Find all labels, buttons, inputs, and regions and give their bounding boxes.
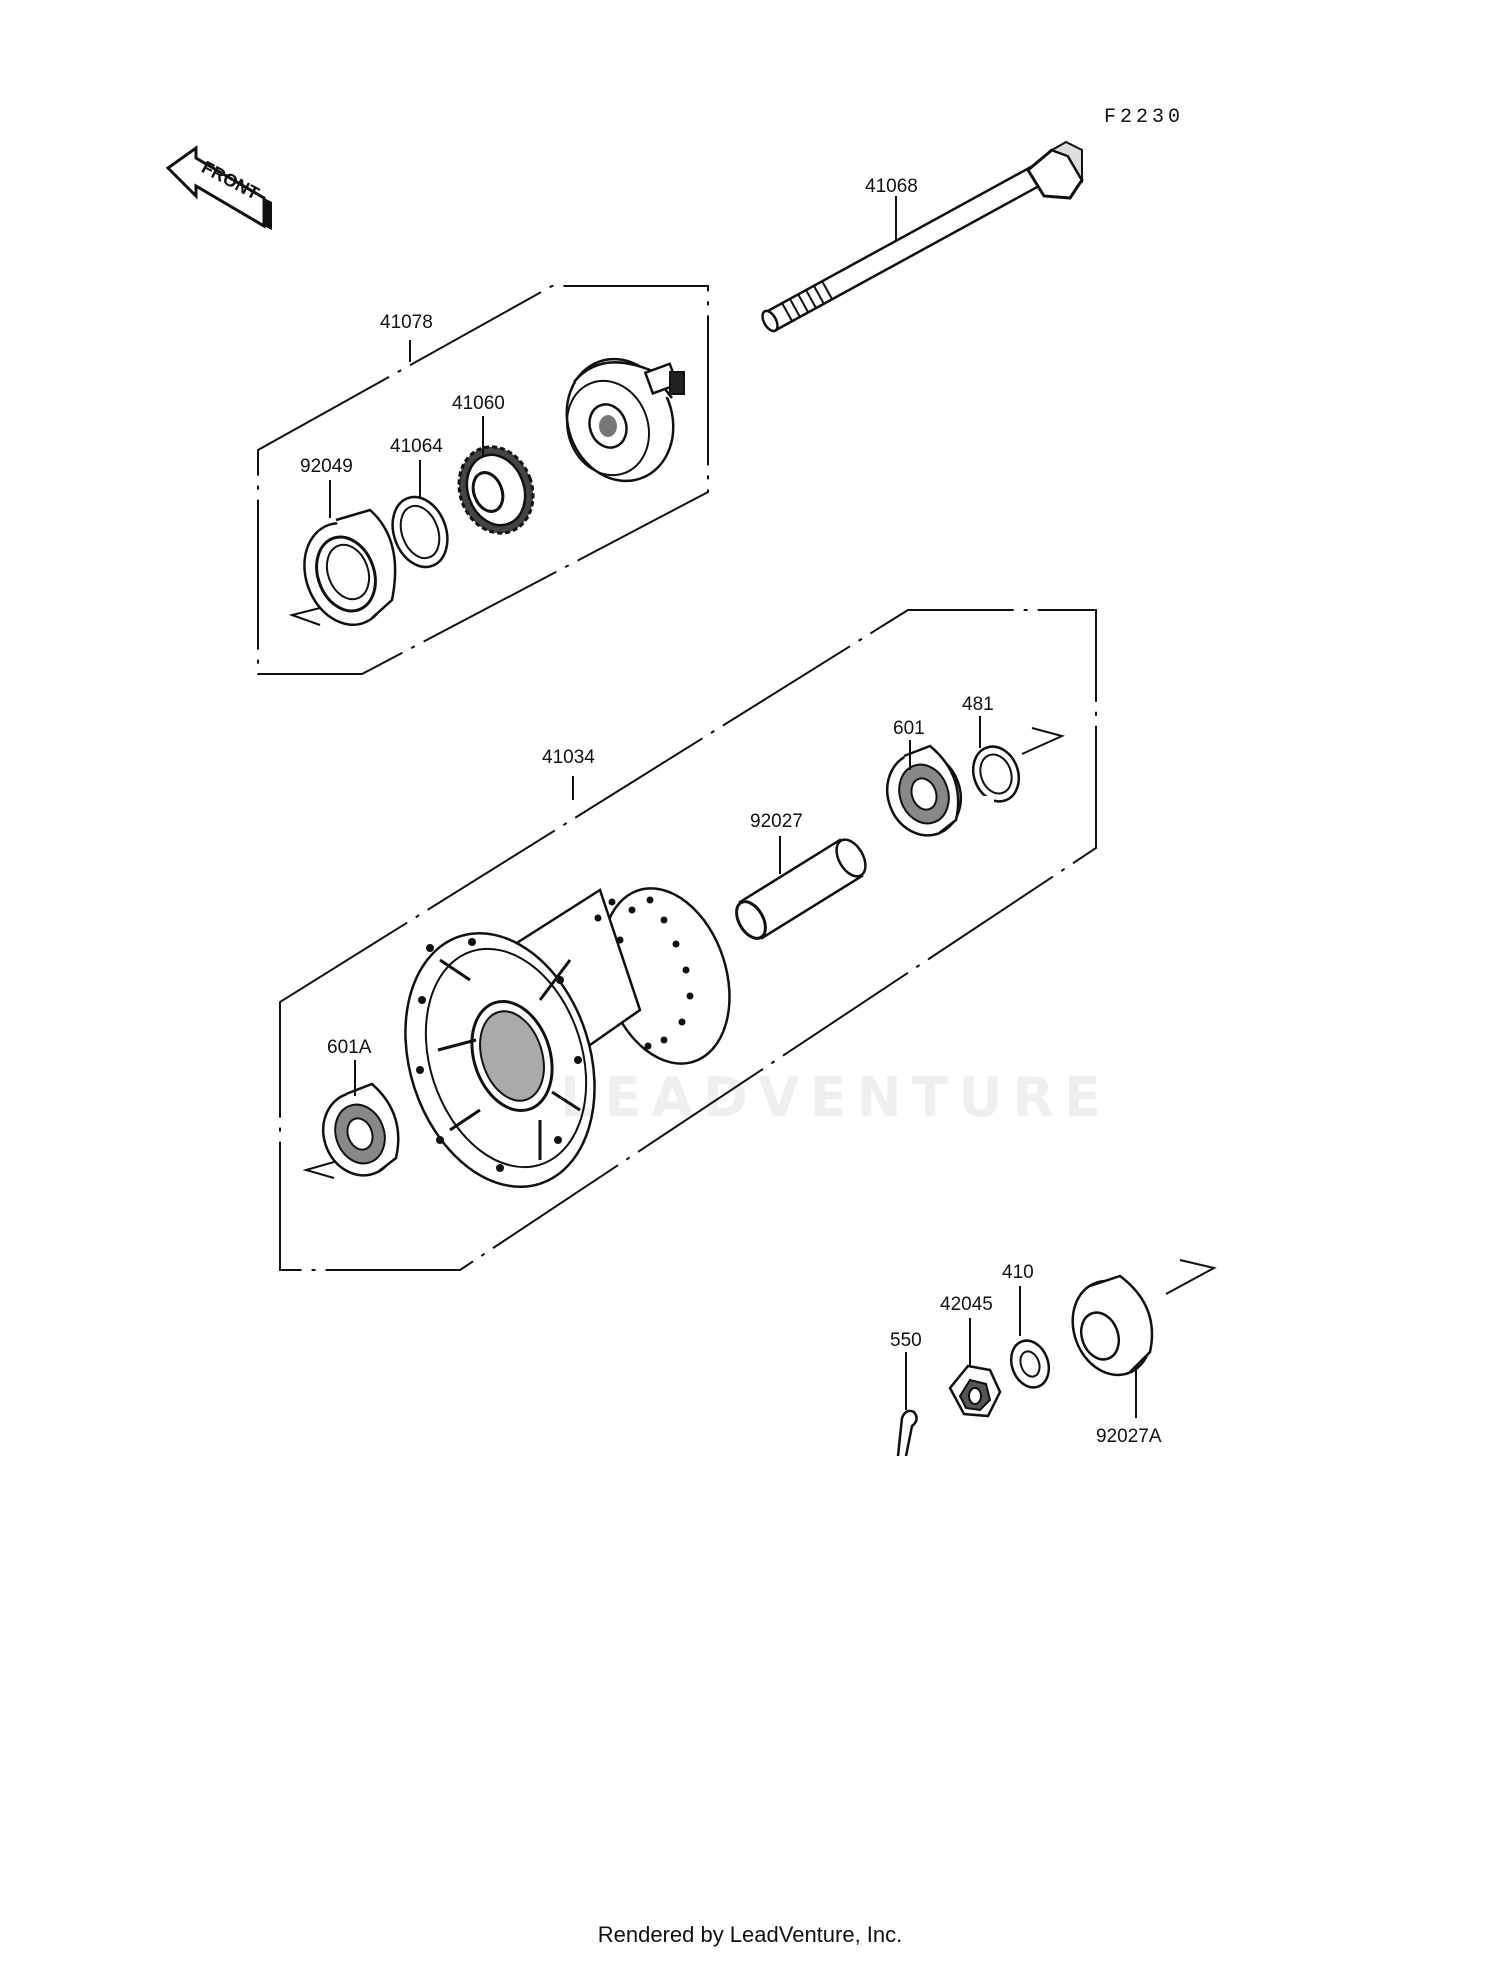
part-label-seal: 92049 <box>300 456 353 477</box>
watermark: LEADVENTURE <box>560 1066 1111 1129</box>
axle-icon <box>761 140 1084 333</box>
part-label-gear: 41060 <box>452 393 505 414</box>
collar-icon <box>1071 1274 1154 1377</box>
bearing-icon <box>885 744 963 837</box>
nut-icon <box>948 1364 1002 1418</box>
part-label-washer: 410 <box>1002 1262 1034 1283</box>
part-label-nut: 42045 <box>940 1294 993 1315</box>
part-label-collar: 92027A <box>1096 1426 1162 1447</box>
seal-icon <box>303 508 397 626</box>
bearing-icon <box>321 1082 400 1177</box>
part-label-bearing-right: 601 <box>893 718 925 739</box>
part-label-circlip: 481 <box>962 694 994 715</box>
front-arrow-icon: FRONT <box>165 145 272 230</box>
diagram-code: F2230 <box>1104 106 1184 129</box>
retainer-icon <box>391 495 449 569</box>
hub-icon <box>404 887 731 1188</box>
part-label-retainer: 41064 <box>390 436 443 457</box>
cotter-pin-icon <box>896 1409 918 1457</box>
part-label-hub: 41034 <box>542 747 595 768</box>
part-label-bearing-left: 601A <box>327 1037 372 1058</box>
gear-icon <box>457 445 535 535</box>
circlip-icon <box>971 745 1021 804</box>
spacer-icon <box>735 838 867 940</box>
washer-icon <box>1009 1339 1051 1389</box>
part-label-gear-housing-assy: 41078 <box>380 312 433 333</box>
part-label-cotter-pin: 550 <box>890 1330 922 1351</box>
footer-credit: Rendered by LeadVenture, Inc. <box>597 1922 903 1947</box>
gear-housing-icon <box>565 357 685 483</box>
part-label-axle: 41068 <box>865 176 918 197</box>
part-label-spacer: 92027 <box>750 811 803 832</box>
